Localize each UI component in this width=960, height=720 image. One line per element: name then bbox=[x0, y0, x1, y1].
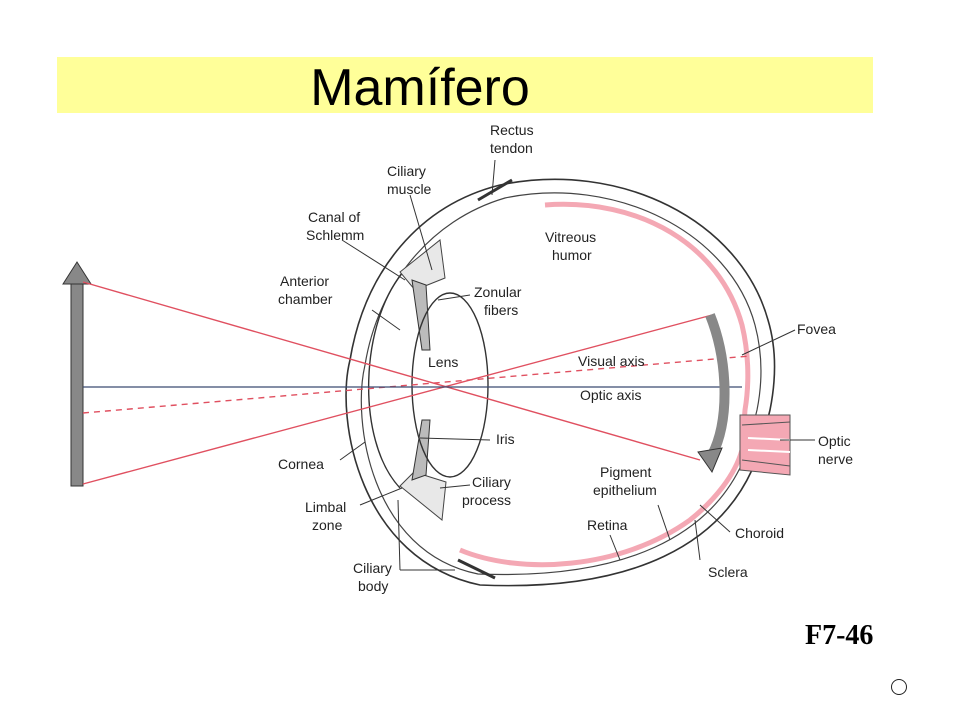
choroid-outline bbox=[360, 192, 762, 576]
figure-code: F7-46 bbox=[805, 620, 874, 651]
label-ciliary-process-1: Ciliary bbox=[472, 474, 511, 490]
label-zonular-2: fibers bbox=[484, 302, 518, 318]
label-ciliary-body-2: body bbox=[358, 578, 388, 594]
label-vitreous-1: Vitreous bbox=[545, 229, 596, 245]
label-optic-nerve-2: nerve bbox=[818, 451, 853, 467]
label-fovea: Fovea bbox=[797, 321, 836, 337]
light-rays bbox=[82, 281, 751, 485]
label-canal-2: Schlemm bbox=[306, 227, 364, 243]
cornea-outline bbox=[368, 269, 406, 489]
label-anterior-chamber-1: Anterior bbox=[280, 273, 329, 289]
label-anterior-chamber-2: chamber bbox=[278, 291, 333, 307]
label-ciliary-process-2: process bbox=[462, 492, 511, 508]
label-sclera: Sclera bbox=[708, 564, 748, 580]
label-optic-axis: Optic axis bbox=[580, 387, 641, 403]
retina-band bbox=[459, 201, 751, 568]
label-ciliary-body-1: Ciliary bbox=[353, 560, 392, 576]
label-canal-1: Canal of bbox=[308, 209, 360, 225]
sclera-outline bbox=[345, 178, 776, 587]
label-lens: Lens bbox=[428, 354, 458, 370]
iris-lower bbox=[411, 419, 431, 481]
leader-lines bbox=[339, 159, 815, 571]
page-title: Mamífero bbox=[310, 59, 530, 117]
label-optic-nerve-1: Optic bbox=[818, 433, 851, 449]
ciliary-body-lower bbox=[399, 471, 447, 521]
rectus-tendon-shape bbox=[477, 178, 513, 202]
label-visual-axis: Visual axis bbox=[578, 353, 645, 369]
image-arrow bbox=[697, 313, 730, 474]
label-ciliary-muscle-2: muscle bbox=[387, 181, 432, 197]
label-iris: Iris bbox=[496, 431, 515, 447]
label-pigment-1: Pigment bbox=[600, 464, 651, 480]
object-arrow bbox=[62, 261, 92, 487]
label-rectus-tendon-2: tendon bbox=[490, 140, 533, 156]
label-limbal-2: zone bbox=[312, 517, 343, 533]
corner-circle bbox=[891, 679, 907, 695]
optic-nerve-shape bbox=[739, 414, 791, 476]
label-limbal-1: Limbal bbox=[305, 499, 346, 515]
label-zonular-1: Zonular bbox=[474, 284, 522, 300]
title-band: Mamífero bbox=[57, 57, 873, 117]
label-rectus-tendon-1: Rectus bbox=[490, 122, 534, 138]
rectus-tendon-lower bbox=[457, 558, 496, 580]
label-vitreous-2: humor bbox=[552, 247, 592, 263]
label-retina: Retina bbox=[587, 517, 628, 533]
label-choroid: Choroid bbox=[735, 525, 784, 541]
label-cornea: Cornea bbox=[278, 456, 324, 472]
iris-upper bbox=[411, 279, 431, 351]
label-pigment-2: epithelium bbox=[593, 482, 657, 498]
label-ciliary-muscle-1: Ciliary bbox=[387, 163, 426, 179]
